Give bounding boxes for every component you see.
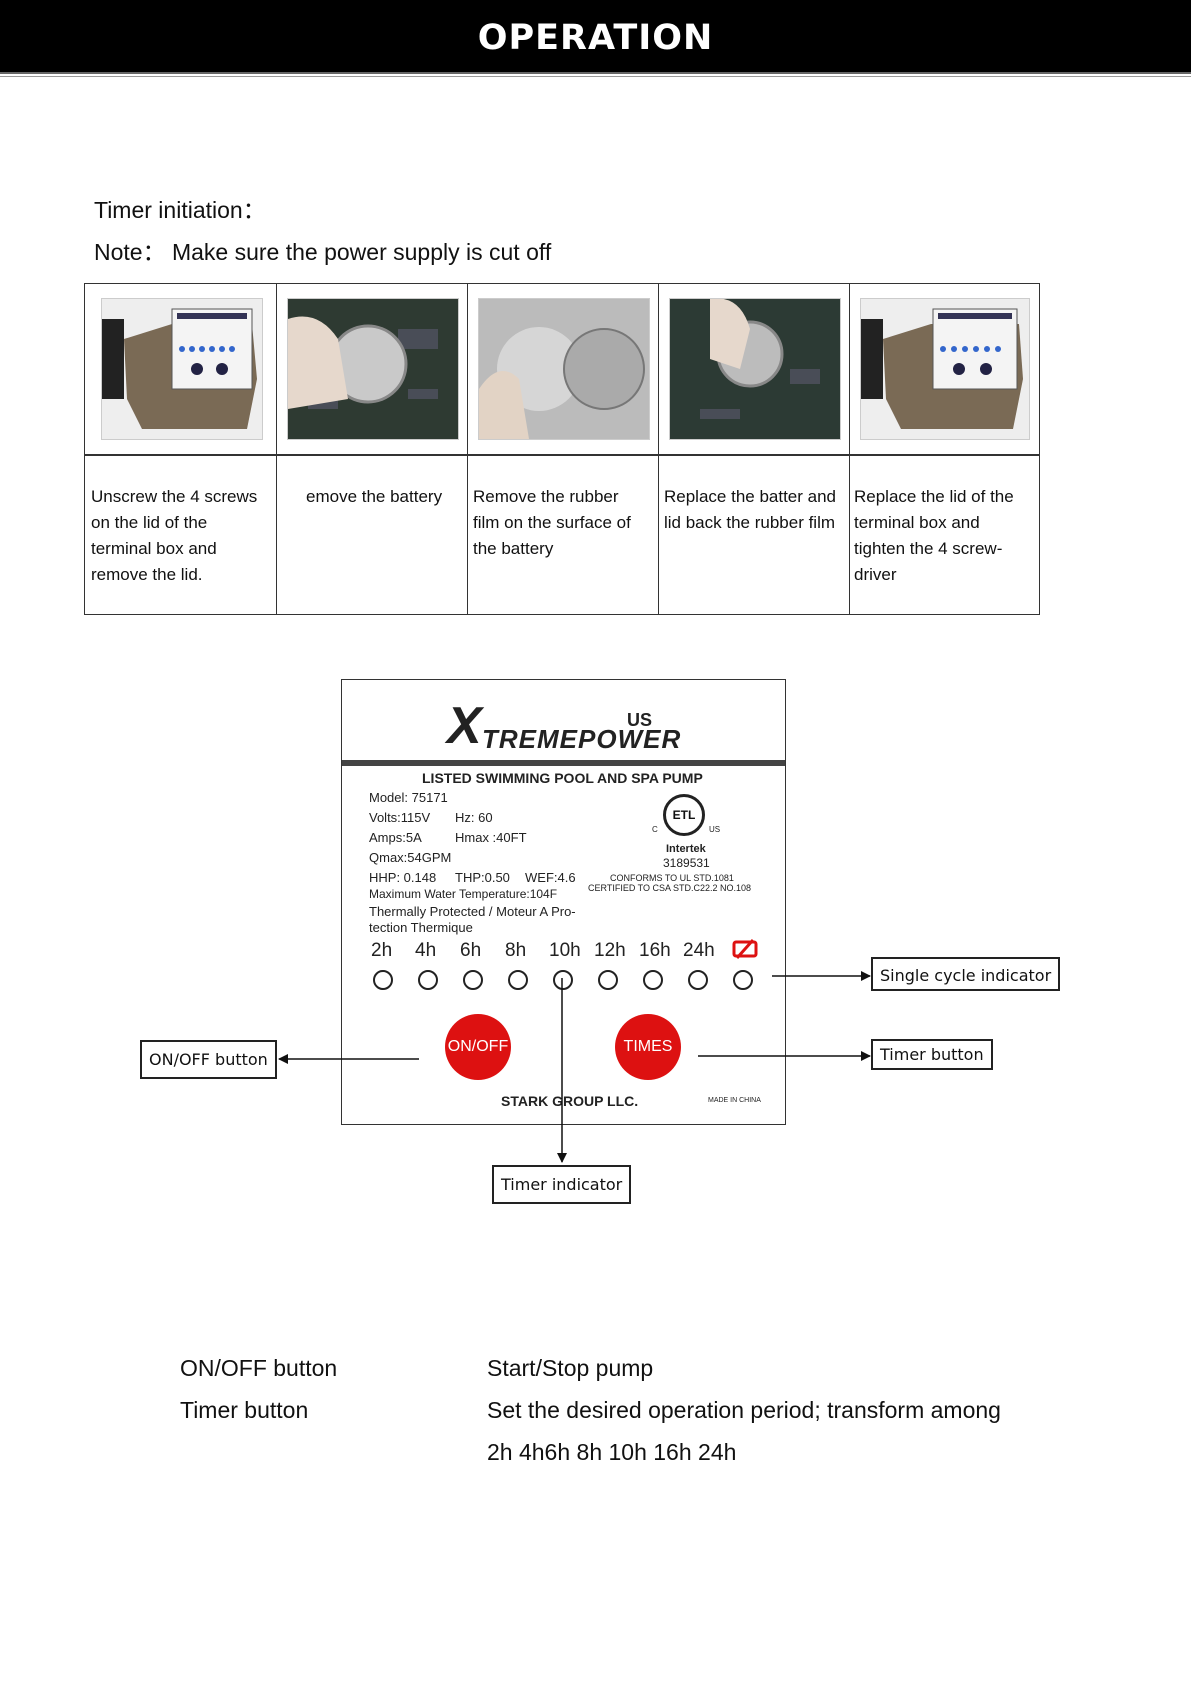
spec-max-temp: Maximum Water Temperature:104F <box>369 887 557 901</box>
label-rule <box>342 760 785 766</box>
pump-image <box>861 299 1029 439</box>
spec-amps: Amps:5A <box>369 830 422 845</box>
battery-image <box>670 299 840 439</box>
cert-c: C <box>652 825 658 834</box>
step-photo-pump-lid <box>101 298 263 440</box>
callout-single-cycle: Single cycle indicator <box>871 957 1060 991</box>
spec-wef: WEF:4.6 <box>525 870 576 885</box>
cert-certified: CERTIFIED TO CSA STD.C22.2 NO.108 <box>588 883 751 893</box>
spec-qmax: Qmax:54GPM <box>369 850 451 865</box>
cert-number: 3189531 <box>663 856 710 870</box>
table-divider <box>467 284 468 614</box>
timer-led-2h <box>373 970 393 990</box>
company-name: STARK GROUP LLC. <box>501 1093 638 1109</box>
onoff-button[interactable]: ON/OFF <box>445 1014 511 1080</box>
callout-onoff: ON/OFF button <box>140 1040 277 1079</box>
pump-image <box>102 299 262 439</box>
step-photo-remove-battery <box>287 298 459 440</box>
cert-us: US <box>709 825 720 834</box>
product-label: X TREMEPOWER US LISTED SWIMMING POOL AND… <box>341 679 786 1125</box>
hour-label: 8h <box>505 940 526 962</box>
hour-label: 4h <box>415 940 436 962</box>
spec-thermal: Thermally Protected / Moteur A Pro- <box>369 904 576 919</box>
step-photo-rubber-film <box>478 298 650 440</box>
timer-led-24h <box>688 970 708 990</box>
spec-hmax: Hmax :40FT <box>455 830 527 845</box>
header-rule <box>0 76 1191 77</box>
table-divider <box>658 284 659 614</box>
step-text: Remove the rubber film on the surface of… <box>473 484 648 562</box>
brand-logo-x: X <box>447 698 482 754</box>
step-text: Replace the batter and lid back the rubb… <box>664 484 849 536</box>
rubber-film-image <box>479 299 649 439</box>
page-title: OPERATION <box>0 0 1191 72</box>
intro-note: Note： Make sure the power supply is cut … <box>94 233 551 267</box>
spec-model: Model: 75171 <box>369 790 448 805</box>
legend-desc: Set the desired operation period; transf… <box>487 1397 1001 1424</box>
callout-timer: Timer button <box>871 1039 993 1070</box>
timer-led-6h <box>463 970 483 990</box>
cert-name: Intertek <box>666 843 706 855</box>
step-photo-pump-lid <box>860 298 1030 440</box>
hour-label: 24h <box>683 940 715 962</box>
hour-label: 2h <box>371 940 392 962</box>
step-text: Replace the lid of the terminal box and … <box>854 484 1029 588</box>
intro-heading: Timer initiation： <box>94 191 266 225</box>
legend-name: Timer button <box>180 1397 308 1424</box>
hour-label: 10h <box>549 940 581 962</box>
made-in: MADE IN CHINA <box>708 1097 761 1104</box>
cert-conforms: CONFORMS TO UL STD.1081 <box>610 873 734 883</box>
hour-label: 6h <box>460 940 481 962</box>
legend-desc: Start/Stop pump <box>487 1355 653 1382</box>
callout-timer-indicator: Timer indicator <box>492 1165 631 1204</box>
spec-hz: Hz: 60 <box>455 810 493 825</box>
steps-table: Unscrew the 4 screws on the lid of the t… <box>84 283 1040 615</box>
spec-volts: Volts:115V <box>369 810 430 825</box>
table-divider <box>85 454 1039 456</box>
spec-thp: THP:0.50 <box>455 870 510 885</box>
single-cycle-icon <box>731 938 759 960</box>
label-title: LISTED SWIMMING POOL AND SPA PUMP <box>422 770 703 786</box>
battery-image <box>288 299 458 439</box>
legend-name: ON/OFF button <box>180 1355 337 1382</box>
timer-led-16h <box>643 970 663 990</box>
single-cycle-led <box>733 970 753 990</box>
header-rule <box>0 72 1191 74</box>
legend-desc-cont: 2h 4h6h 8h 10h 16h 24h <box>487 1439 736 1466</box>
step-text: Unscrew the 4 screws on the lid of the t… <box>91 484 271 588</box>
spec-thermal: tection Thermique <box>369 920 473 935</box>
step-text: emove the battery <box>306 484 466 510</box>
table-divider <box>849 284 850 614</box>
etl-logo: ETL <box>663 794 705 836</box>
table-divider <box>276 284 277 614</box>
timer-led-10h <box>553 970 573 990</box>
spec-hhp: HHP: 0.148 <box>369 870 436 885</box>
timer-led-12h <box>598 970 618 990</box>
brand-logo-us: US <box>627 710 652 731</box>
step-photo-replace-battery <box>669 298 841 440</box>
hour-label: 12h <box>594 940 626 962</box>
timer-led-4h <box>418 970 438 990</box>
hour-label: 16h <box>639 940 671 962</box>
timer-led-8h <box>508 970 528 990</box>
times-button[interactable]: TIMES <box>615 1014 681 1080</box>
